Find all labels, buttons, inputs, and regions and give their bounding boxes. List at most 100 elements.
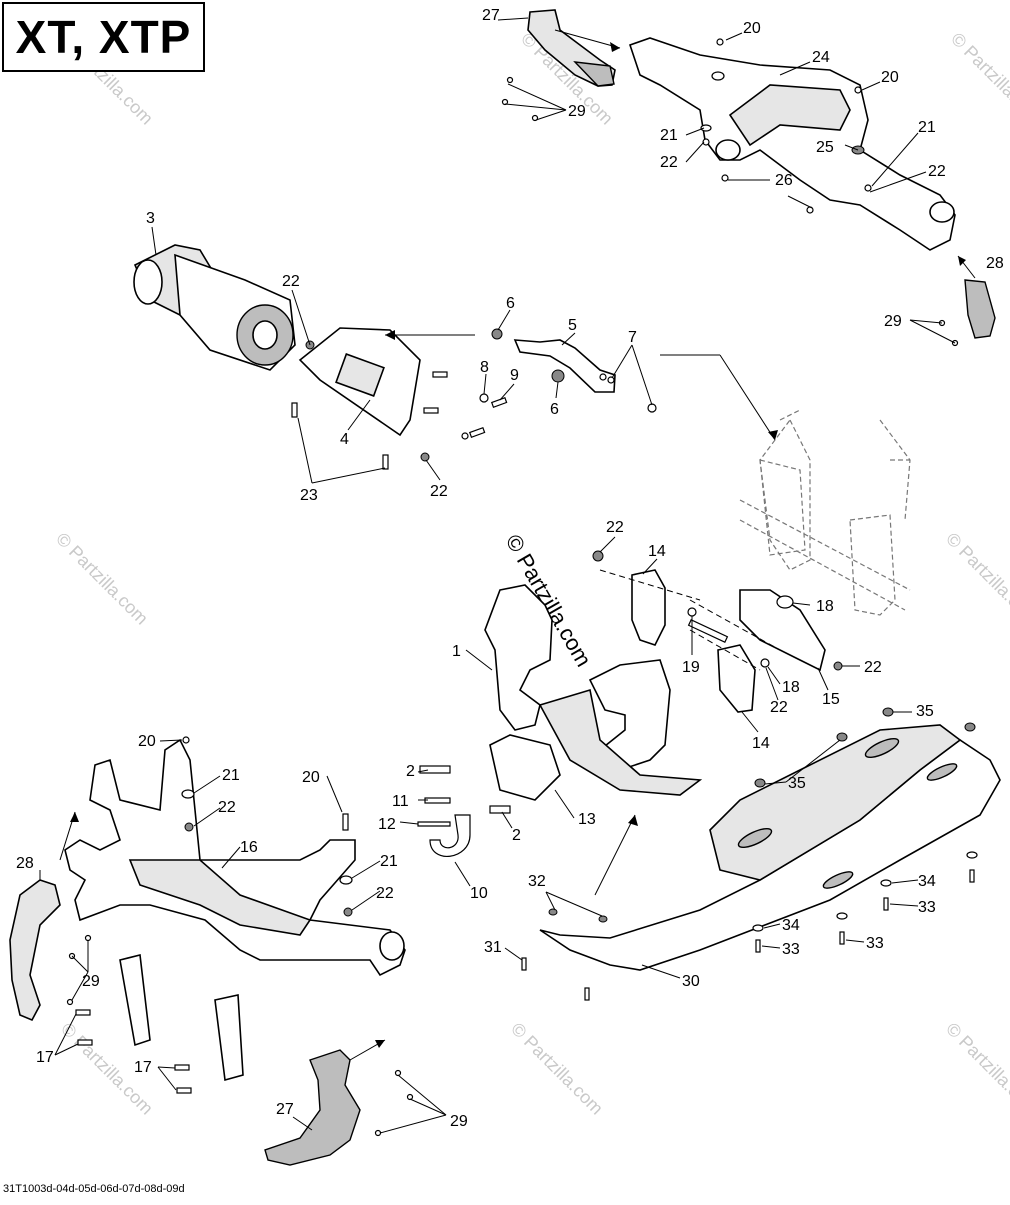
callout-11: 11 (392, 793, 409, 810)
part-16-bumper-tube (64, 738, 406, 977)
callout-21-right: 21 (918, 119, 936, 136)
part-16-tube-end (379, 931, 405, 961)
callout-22-right-bracket: 22 (864, 659, 882, 676)
callout-20-bottom-left: 20 (138, 733, 156, 750)
callout-6-bottom: 6 (550, 401, 559, 418)
skid-slots (737, 737, 958, 889)
callout-22-winch: 22 (282, 273, 300, 290)
callout-2-top: 2 (406, 763, 415, 780)
callout-6-top: 6 (506, 295, 515, 312)
callout-22-right: 22 (928, 163, 946, 180)
callout-18-bottom: 18 (782, 679, 800, 696)
part-16-lower-leg (119, 954, 151, 1047)
callout-17-mid: 17 (134, 1059, 152, 1076)
diagram-reference-code: 31T1003d-04d-05d-06d-07d-08d-09d (3, 1183, 185, 1195)
callout-22-bottom-mid: 22 (376, 885, 394, 902)
watermark-top-right: © Partzilla.com (947, 29, 1010, 129)
part-30-skid-rail (709, 724, 962, 881)
callout-34-right: 34 (918, 873, 936, 890)
callout-leaders (39, 17, 956, 1134)
callout-22-left: 22 (660, 154, 678, 171)
callout-33-left: 33 (782, 941, 800, 958)
callout-22-bracket: 22 (606, 519, 624, 536)
part-1-bumper-right-guard (588, 659, 671, 771)
part-24-tube-end-right (929, 201, 955, 223)
callout-9: 9 (510, 367, 519, 384)
callout-20-right: 20 (881, 69, 899, 86)
callout-14-bottom: 14 (752, 735, 770, 752)
part-28-handle-left (9, 879, 61, 1022)
skid-hardware (521, 707, 978, 1001)
callout-20-bottom-mid: 20 (302, 769, 320, 786)
callout-29-right: 29 (884, 313, 902, 330)
callout-14-top: 14 (648, 543, 666, 560)
upper-bumper-assembly (501, 9, 996, 347)
callout-13: 13 (578, 811, 596, 828)
callout-18-top: 18 (816, 598, 834, 615)
callout-10: 10 (470, 885, 488, 902)
callout-labels: 27 20 24 20 29 21 22 25 21 22 26 3 28 22… (16, 7, 1004, 1130)
watermark-bottom-right: © Partzilla.com (942, 1019, 1010, 1119)
callout-4: 4 (340, 431, 349, 448)
upper-bumper-hardware (501, 38, 959, 347)
callout-5: 5 (568, 317, 577, 334)
callout-21-bottom-mid: 21 (380, 853, 398, 870)
callout-34-left: 34 (782, 917, 800, 934)
callout-26: 26 (775, 172, 793, 189)
callout-21-bottom-left: 21 (222, 767, 240, 784)
callout-22-lower: 22 (770, 699, 788, 716)
part-1-bumper-base (538, 688, 703, 796)
model-title-box: XT, XTP (2, 2, 205, 72)
part-10-hook (429, 814, 471, 857)
callout-33-mid: 33 (866, 935, 884, 952)
vehicle-frame-reference (739, 409, 911, 616)
watermark-mid-left: © Partzilla.com (52, 529, 152, 629)
callout-29-left: 29 (82, 973, 100, 990)
callout-3: 3 (146, 210, 155, 227)
part-1-bumper-left-guard (484, 584, 553, 731)
callout-17-left: 17 (36, 1049, 54, 1066)
callout-8: 8 (480, 359, 489, 376)
callout-30: 30 (682, 973, 700, 990)
callout-2-bottom: 2 (512, 827, 521, 844)
callout-22-bottom-left: 22 (218, 799, 236, 816)
watermark-mid-right: © Partzilla.com (942, 529, 1010, 629)
callout-12: 12 (378, 816, 396, 833)
callout-24: 24 (812, 49, 830, 66)
part-27-handle-bottom (264, 1049, 361, 1166)
callout-33-right: 33 (918, 899, 936, 916)
winch-assembly (133, 244, 778, 470)
center-bumper-hardware (417, 550, 843, 857)
callout-29-bottom: 29 (450, 1113, 468, 1130)
callout-28-right: 28 (986, 255, 1004, 272)
model-title: XT, XTP (15, 11, 192, 63)
callout-28-left: 28 (16, 855, 34, 872)
part-24-tube-end (715, 139, 741, 161)
callout-27-top: 27 (482, 7, 500, 24)
part-3-winch-end-cap (133, 259, 163, 305)
watermark-bottom-mid: © Partzilla.com (507, 1019, 607, 1119)
callout-15: 15 (822, 691, 840, 708)
callout-25: 25 (816, 139, 834, 156)
part-14-bracket-lower (717, 644, 756, 713)
part-28-handle-right (964, 279, 996, 339)
part-30-skid-plate (539, 739, 1001, 971)
callout-19: 19 (682, 659, 700, 676)
part-16-lower-leg-right (214, 994, 244, 1082)
callout-1: 1 (452, 643, 461, 660)
center-bumper-assembly (417, 550, 843, 857)
callout-21-left: 21 (660, 127, 678, 144)
skid-plate-assembly (521, 707, 1001, 1001)
callout-29-top: 29 (568, 103, 586, 120)
part-4-plate-cutout (335, 353, 385, 397)
part-16-bumper-cross (128, 859, 312, 936)
callout-23: 23 (300, 487, 318, 504)
callout-35-top: 35 (916, 703, 934, 720)
callout-22-plate: 22 (430, 483, 448, 500)
part-13-fairlead (489, 734, 561, 801)
part-14-bracket-upper (631, 569, 666, 646)
lower-bumper-hardware (66, 736, 414, 1137)
callout-31: 31 (484, 939, 502, 956)
lower-bumper-assembly (9, 736, 414, 1166)
